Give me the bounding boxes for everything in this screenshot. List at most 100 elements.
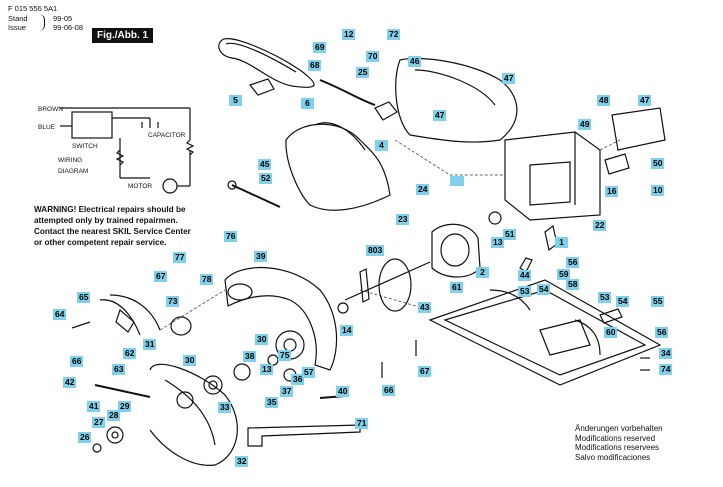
part-label: 70 bbox=[366, 51, 380, 62]
part-label: 66 bbox=[70, 356, 84, 367]
part-label: 28 bbox=[107, 410, 121, 421]
part-label: 64 bbox=[53, 309, 67, 320]
warning-line: WARNING! Electrical repairs should be bbox=[34, 205, 186, 214]
part-label: 4 bbox=[375, 140, 388, 151]
part-label: 46 bbox=[408, 56, 422, 67]
part-label: 53 bbox=[598, 292, 612, 303]
issue-value: 99-06-08 bbox=[53, 23, 84, 32]
figure-label: Fig./Abb. 1 bbox=[92, 28, 154, 43]
wiring-diagram bbox=[60, 107, 195, 194]
part-label: 13 bbox=[260, 364, 274, 375]
part-label: 14 bbox=[340, 325, 354, 336]
part-label: 5 bbox=[229, 95, 242, 106]
part-label: 63 bbox=[112, 364, 126, 375]
warning-line: attempted only by trained repairmen. bbox=[34, 216, 178, 225]
part-label: 71 bbox=[355, 418, 369, 429]
part-label: 40 bbox=[336, 386, 350, 397]
part-label: 29 bbox=[118, 401, 132, 412]
part-label: 6 bbox=[301, 98, 314, 109]
capacitor-label: CAPACITOR bbox=[148, 132, 186, 139]
part-label: 57 bbox=[302, 367, 316, 378]
note-line: Änderungen vorbehalten bbox=[575, 424, 663, 433]
modification-notes: Änderungen vorbehalten Modifications res… bbox=[575, 424, 663, 462]
note-line: Modifications reserved bbox=[575, 433, 656, 443]
part-label: 67 bbox=[418, 366, 432, 377]
part-label: 52 bbox=[259, 173, 273, 184]
wiring-title-line1: WIRING bbox=[58, 157, 82, 164]
part-label: 47 bbox=[502, 73, 516, 84]
part-label: 55 bbox=[651, 296, 665, 307]
part-label: 24 bbox=[416, 184, 430, 195]
part-label: 56 bbox=[566, 257, 580, 268]
part-label: 65 bbox=[77, 292, 91, 303]
issue-label: Issue bbox=[8, 23, 26, 32]
part-label: 35 bbox=[265, 397, 279, 408]
wiring-title-line2: DIAGRAM bbox=[58, 168, 88, 175]
part-label: 48 bbox=[597, 95, 611, 106]
wire-label-brown: BROWN bbox=[38, 106, 63, 113]
warning-line: or other competent repair service. bbox=[34, 238, 167, 247]
part-label: 30 bbox=[183, 355, 197, 366]
part-label: 2 bbox=[476, 267, 489, 278]
part-label: 66 bbox=[382, 385, 396, 396]
part-label: 75 bbox=[278, 350, 292, 361]
part-label: 36 bbox=[291, 374, 305, 385]
switch-label: SWITCH bbox=[72, 143, 98, 150]
document-number: F 015 556 5A1 bbox=[8, 4, 58, 13]
part-label: 53 bbox=[518, 286, 532, 297]
part-label: 803 bbox=[366, 245, 385, 256]
part-label: 30 bbox=[255, 334, 269, 345]
part-label: 76 bbox=[224, 231, 238, 242]
part-label: 59 bbox=[557, 269, 571, 280]
part-label: 74 bbox=[659, 364, 673, 375]
warning-text: WARNING! Electrical repairs should be at… bbox=[34, 204, 249, 248]
wire-label-blue: BLUE bbox=[38, 124, 56, 131]
part-label: 54 bbox=[537, 284, 551, 295]
part-label: 47 bbox=[638, 95, 652, 106]
part-label: 31 bbox=[143, 339, 157, 350]
part-label: 22 bbox=[593, 220, 607, 231]
part-label: 78 bbox=[200, 274, 214, 285]
bracket bbox=[36, 14, 45, 31]
note-line: Modifications reservees bbox=[575, 443, 660, 452]
part-label: 39 bbox=[254, 251, 268, 262]
part-label: 25 bbox=[356, 67, 370, 78]
part-label: 23 bbox=[396, 214, 410, 225]
part-label: 43 bbox=[418, 302, 432, 313]
warning-line: Contact the nearest SKIL Service Center bbox=[34, 227, 191, 236]
part-label: 69 bbox=[313, 42, 327, 53]
part-label: 77 bbox=[173, 252, 187, 263]
part-label: 16 bbox=[605, 186, 619, 197]
part-label: 34 bbox=[659, 348, 673, 359]
part-label: 37 bbox=[280, 386, 294, 397]
stand-value: 99-05 bbox=[53, 14, 73, 23]
part-label: 12 bbox=[342, 29, 356, 40]
part-label: 51 bbox=[503, 229, 517, 240]
part-label: 61 bbox=[450, 282, 464, 293]
part-label: 45 bbox=[258, 159, 272, 170]
part-label: 32 bbox=[235, 456, 249, 467]
part-label: 60 bbox=[604, 327, 618, 338]
part-label: 62 bbox=[123, 348, 137, 359]
part-label: 42 bbox=[63, 377, 77, 388]
part-label: 41 bbox=[87, 401, 101, 412]
part-label: 47 bbox=[433, 110, 447, 121]
part-label: 68 bbox=[308, 60, 322, 71]
part-label: 13 bbox=[491, 237, 505, 248]
part-label: 10 bbox=[651, 185, 665, 196]
motor-label: MOTOR bbox=[128, 183, 152, 190]
part-label: 50 bbox=[651, 158, 665, 169]
stand-label: Stand bbox=[8, 14, 28, 23]
part-label: 58 bbox=[566, 279, 580, 290]
part-label: 67 bbox=[154, 271, 168, 282]
note-line: Salvo modificaciones bbox=[575, 452, 651, 462]
part-label: 38 bbox=[243, 351, 257, 362]
part-label: 49 bbox=[578, 119, 592, 130]
part-label: 56 bbox=[655, 327, 669, 338]
part-label: 54 bbox=[616, 296, 630, 307]
part-label: 73 bbox=[166, 296, 180, 307]
part-label: 27 bbox=[92, 417, 106, 428]
part-label: 26 bbox=[78, 432, 92, 443]
part-label: 72 bbox=[387, 29, 401, 40]
part-label: 33 bbox=[218, 402, 232, 413]
